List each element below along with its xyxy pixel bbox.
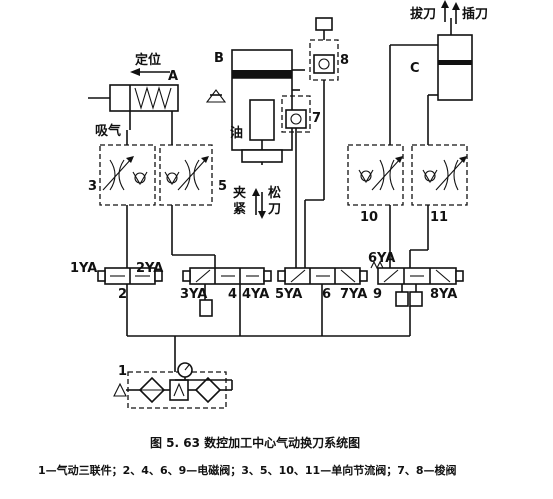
- label-song: 松: [268, 185, 281, 201]
- label-you: 油: [230, 125, 243, 141]
- shuttle-valve-8: [304, 17, 339, 268]
- figure-caption: 图 5. 63 数控加工中心气动换刀系统图: [150, 435, 360, 450]
- throttle-valve-3: [99, 130, 156, 268]
- label-2ya: 2YA: [136, 261, 163, 276]
- label-7: 7: [312, 111, 321, 126]
- label-8ya: 8YA: [430, 287, 457, 302]
- supply-manifold: [127, 335, 410, 372]
- throttle-valve-11: [409, 144, 468, 268]
- label-10: 10: [360, 210, 378, 225]
- label-4ya: 4YA: [242, 287, 269, 302]
- label-c: C: [410, 61, 420, 76]
- label-dingwei: 定位: [134, 52, 161, 68]
- label-11: 11: [430, 210, 448, 225]
- label-a: A: [168, 69, 178, 84]
- label-1ya: 1YA: [70, 261, 97, 276]
- throttle-valve-5: [159, 130, 216, 268]
- label-b: B: [214, 51, 224, 66]
- cylinder-b: [231, 49, 305, 165]
- solenoid-valve-9: [370, 260, 464, 336]
- label-jin: 紧: [233, 202, 246, 217]
- label-5ya: 5YA: [275, 287, 302, 302]
- frl-unit-1: [113, 362, 233, 409]
- figure-legend: 1—气动三联件；2、4、6、9—电磁阀；3、5、10、11—单向节流阀；7、8—…: [38, 463, 457, 477]
- label-6ya: 6YA: [368, 251, 395, 266]
- label-jia: 夹: [233, 185, 246, 201]
- label-xiqi: 吸气: [95, 123, 121, 139]
- throttle-valve-10: [347, 144, 404, 268]
- cylinder-c: [389, 18, 473, 145]
- label-dao: 刀: [268, 202, 281, 217]
- positioning-arrow: [130, 68, 170, 76]
- solenoid-valve-6: [277, 267, 368, 336]
- shuttle-valve-7: [281, 95, 311, 268]
- label-3: 3: [88, 179, 97, 194]
- solenoid-valve-2: [97, 267, 163, 336]
- label-8: 8: [340, 53, 349, 68]
- label-7ya: 7YA: [340, 287, 367, 302]
- label-5: 5: [218, 179, 227, 194]
- label-9: 9: [373, 287, 382, 302]
- exhaust-symbol-b: [205, 89, 227, 103]
- label-ba-dao: 拔刀: [410, 6, 436, 22]
- solenoid-valve-4: [182, 267, 272, 336]
- label-4: 4: [228, 287, 237, 302]
- label-3ya: 3YA: [180, 287, 207, 302]
- label-cha-dao: 插刀: [462, 6, 488, 22]
- clamp-release-arrows: [252, 188, 266, 219]
- label-1: 1: [118, 364, 127, 379]
- label-6: 6: [322, 287, 331, 302]
- cylinder-a: [88, 84, 179, 130]
- pull-insert-arrows: [441, 0, 460, 24]
- label-2: 2: [118, 287, 127, 302]
